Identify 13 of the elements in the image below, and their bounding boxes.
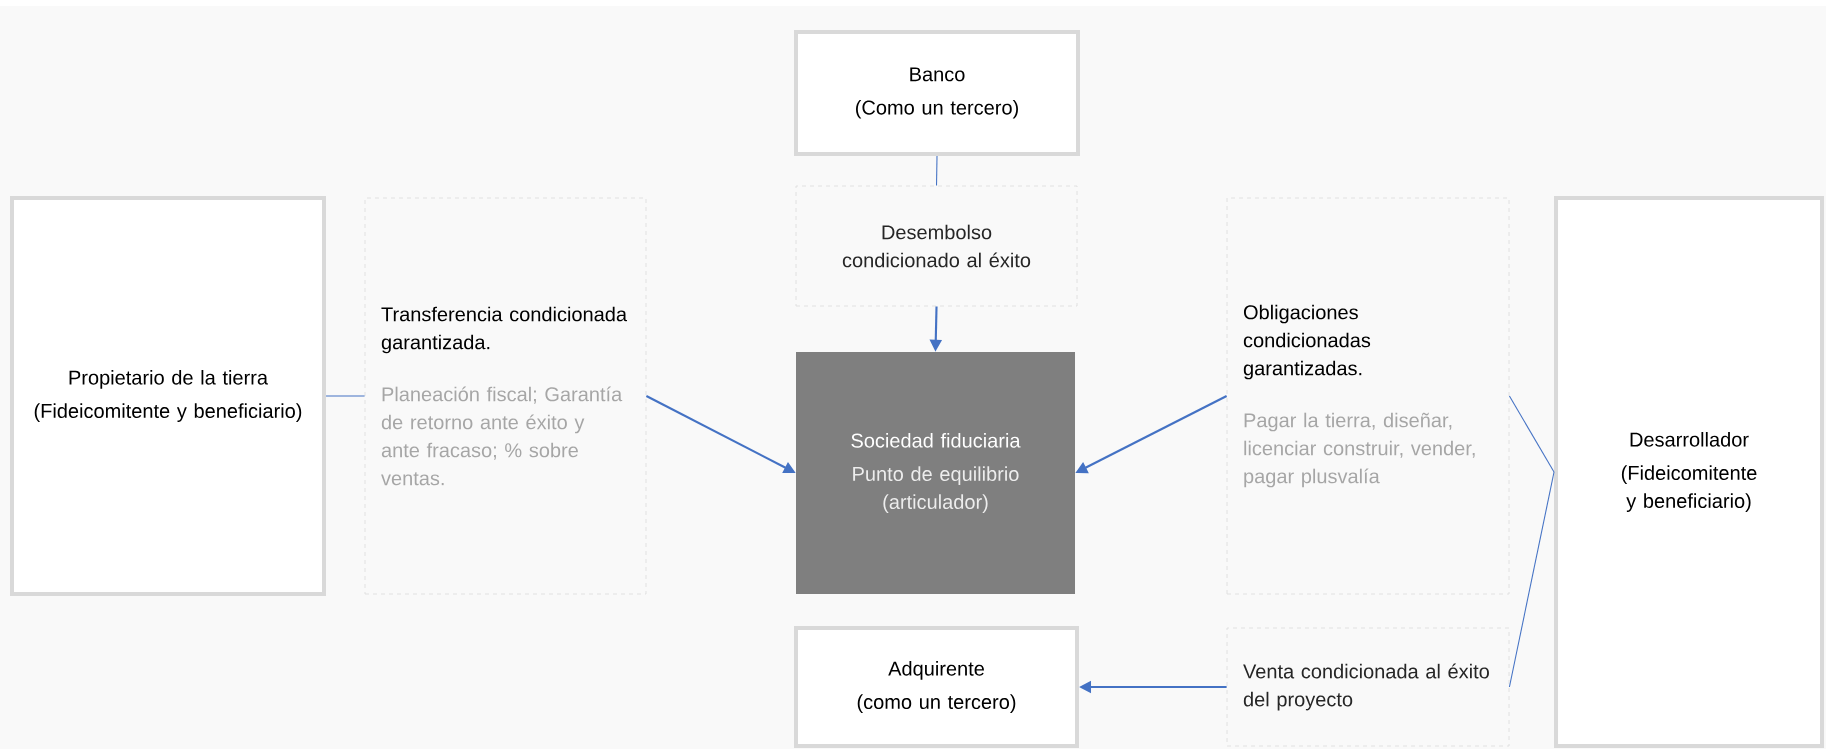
party-box: Propietario de la tierra (Fideicomitente y beneficiario) (10, 196, 326, 596)
third-party-box: Banco (Como un tercero) (794, 30, 1080, 156)
third-party-box: Adquirente (como un tercero) (794, 626, 1079, 748)
condition-box: Desembolso condicionado al éxito (795, 185, 1078, 307)
condition-box: Transferencia condicionada garantizada. Planeación fiscal; Garantía de retorno ante éxito y ante fracaso; % sobre ventas. (364, 197, 647, 595)
connector-line (1508, 471, 1555, 688)
trust-box: Sociedad fiduciaria Punto de equilibrio (articulador) (796, 352, 1075, 594)
condition-box: Obligaciones condicionadas garantizadas. Pagar la tierra, diseñar, licenciar construir, vender, pagar plusvalía (1226, 197, 1510, 595)
condition-box: Venta condicionada al éxito del proyecto (1226, 627, 1510, 747)
connector-line (936, 155, 938, 187)
party-box: Desarrollador (Fideicomitente y beneficiario) (1554, 196, 1825, 748)
connector-line (1508, 395, 1555, 473)
connector-line (325, 395, 366, 397)
